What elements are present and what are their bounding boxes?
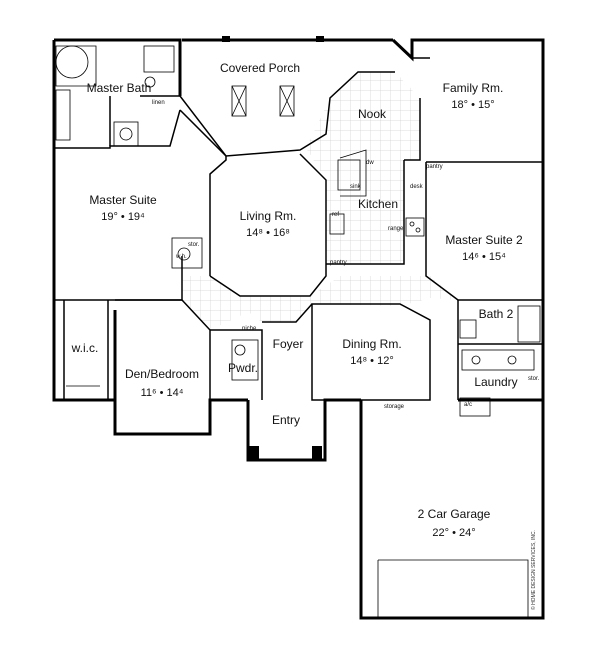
- kitchen-label: Kitchen: [358, 197, 398, 211]
- master-suite-2-dims: 14⁶ • 15⁴: [462, 251, 506, 263]
- credit-text: © HOME DESIGN SERVICES, INC.: [530, 530, 537, 610]
- stor-label-1: stor.: [188, 242, 200, 248]
- master-suite-label: Master Suite: [89, 193, 157, 207]
- entry-label: Entry: [272, 413, 300, 427]
- garage-label: 2 Car Garage: [418, 507, 491, 521]
- master-suite-2-label: Master Suite 2: [445, 233, 523, 247]
- dining-room-label: Dining Rm.: [342, 337, 401, 351]
- niche-label: niche: [242, 326, 257, 332]
- storage-label: storage: [384, 404, 405, 410]
- dining-room-dims: 14⁸ • 12°: [350, 355, 393, 367]
- living-room-dims: 14⁸ • 16⁸: [246, 227, 290, 239]
- garage-dims: 22° • 24°: [432, 527, 475, 539]
- family-room-label: Family Rm.: [443, 81, 504, 95]
- master-suite-dims: 19° • 19⁴: [101, 211, 145, 223]
- range-label: range: [388, 226, 404, 232]
- wic-label: w.i.c.: [71, 341, 99, 355]
- living-room-label: Living Rm.: [240, 209, 297, 223]
- foyer-label: Foyer: [273, 337, 304, 351]
- ac-label: a/c: [464, 402, 472, 408]
- small-labels: linen stor. w.h. pantry desk range pantr…: [152, 100, 540, 410]
- interior-walls: [54, 57, 543, 401]
- nook-label: Nook: [358, 107, 387, 121]
- linen-label: linen: [152, 100, 165, 106]
- stor-label-2: stor.: [528, 376, 540, 382]
- tile-floor: [182, 72, 458, 330]
- garage-door: [377, 559, 529, 618]
- family-room-dims: 18° • 15°: [451, 99, 494, 111]
- powder-room-label: Pwdr.: [228, 361, 258, 375]
- room-labels: Covered Porch Master Bath Family Rm. 18°…: [71, 61, 523, 539]
- exterior-walls: [52, 38, 545, 620]
- desk-label: desk: [410, 184, 424, 190]
- laundry-label: Laundry: [474, 375, 517, 389]
- ref-label: ref: [332, 212, 339, 218]
- dw-label: dw: [366, 160, 374, 166]
- sink-label: sink: [350, 184, 362, 190]
- master-bath-label: Master Bath: [87, 81, 152, 95]
- wh-label: w.h.: [175, 254, 187, 260]
- fixtures: [55, 45, 541, 417]
- den-bedroom-dims: 11⁶ • 14⁴: [141, 387, 184, 399]
- pantry-top-label: pantry: [426, 164, 443, 170]
- covered-porch-label: Covered Porch: [220, 61, 300, 75]
- entry-columns: [249, 446, 322, 460]
- bath-2-label: Bath 2: [479, 307, 514, 321]
- pantry-bottom-label: pantry: [330, 260, 347, 266]
- den-bedroom-label: Den/Bedroom: [125, 367, 199, 381]
